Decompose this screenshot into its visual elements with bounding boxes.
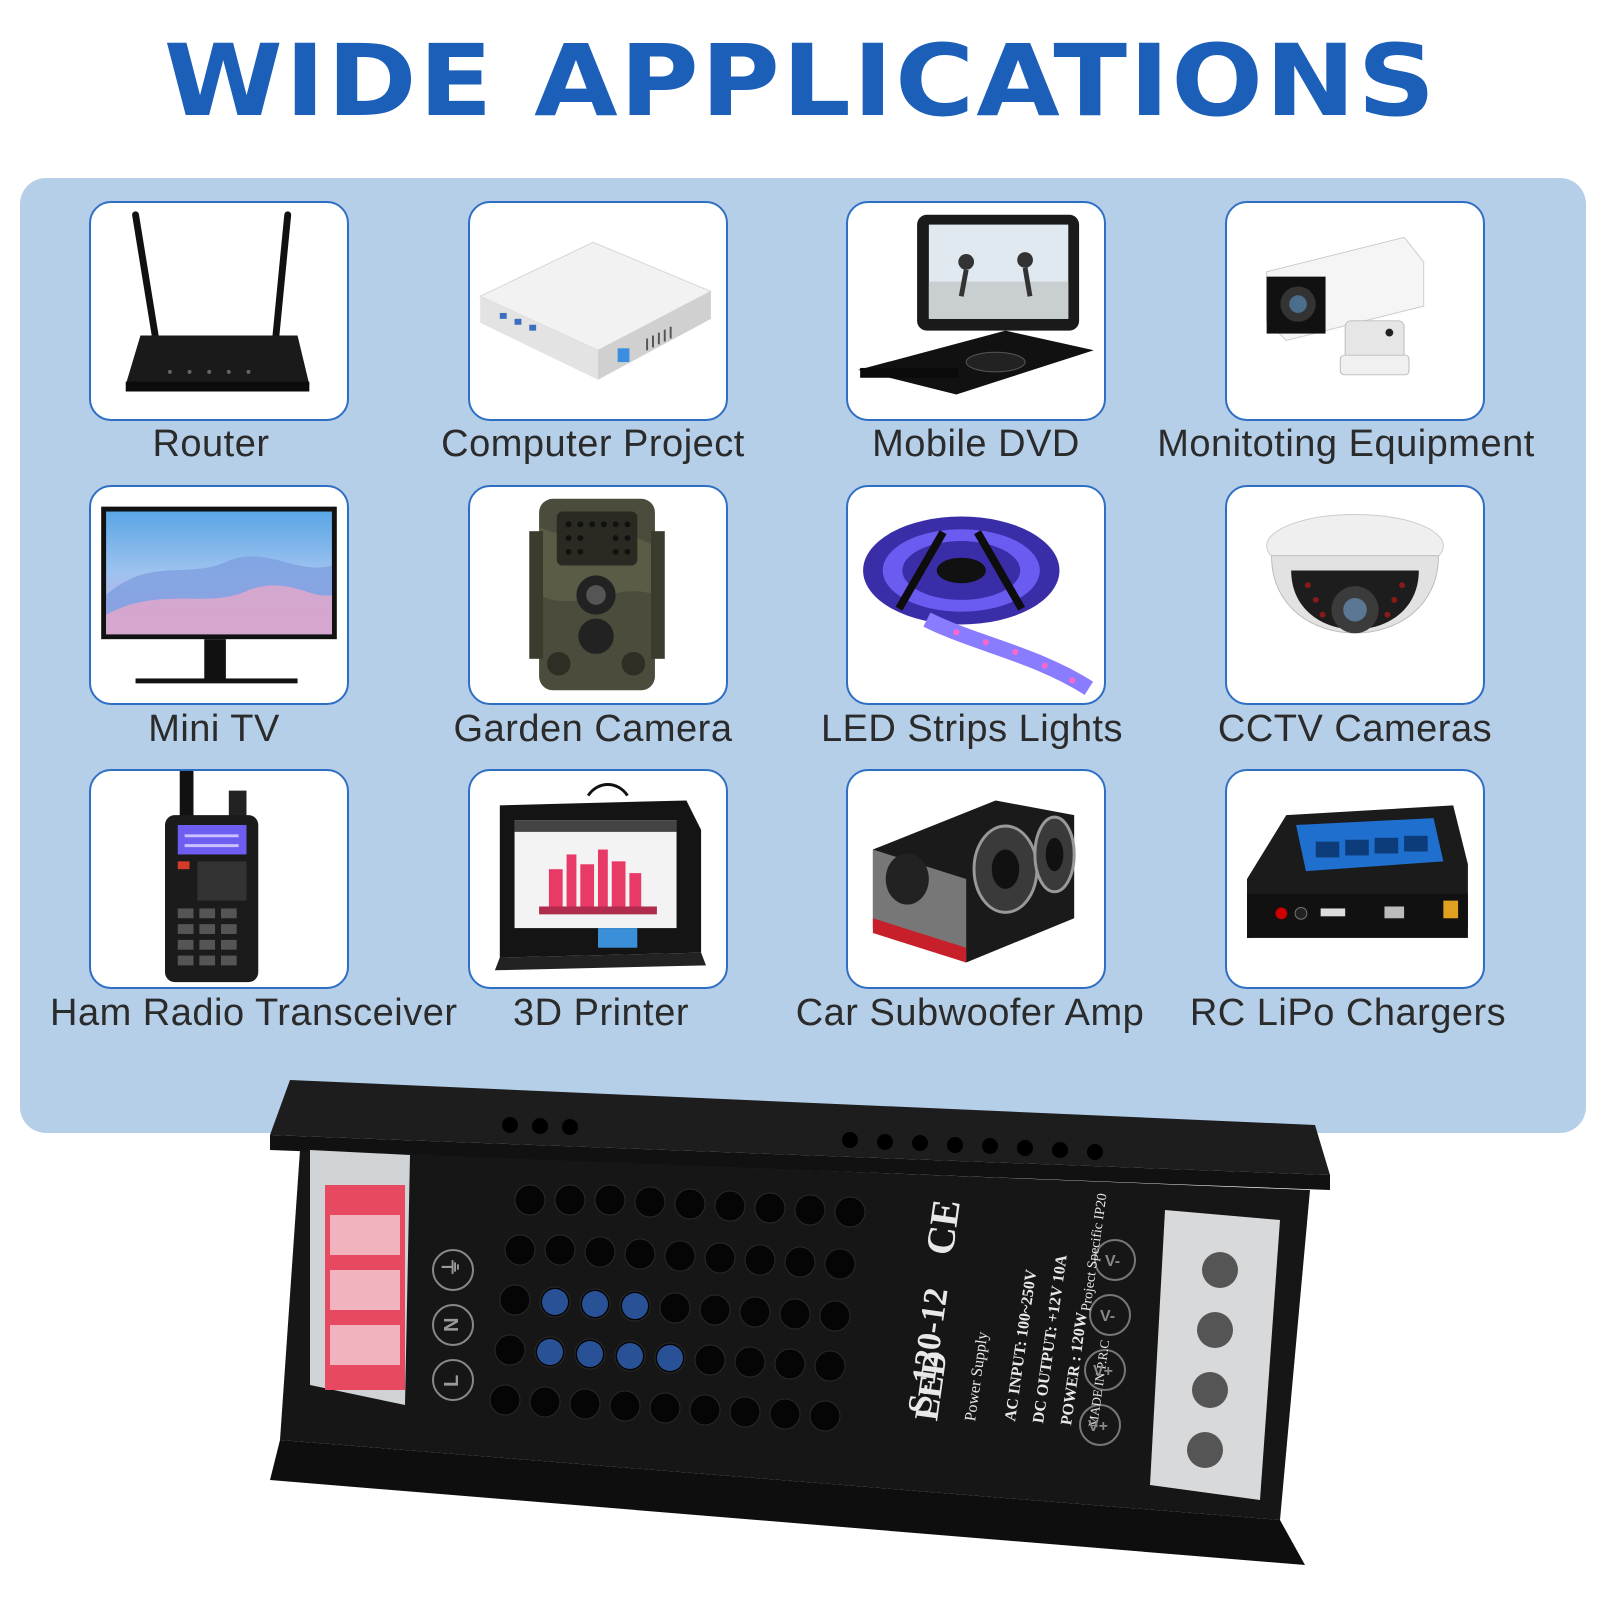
tile-cctv-cameras — [1225, 485, 1485, 705]
tile-mini-tv — [89, 485, 349, 705]
power-supply-product: S-120-12 CE LED Power Supply AC INPUT: 1… — [270, 1080, 1350, 1580]
tile-ham-radio-transceiver — [89, 769, 349, 989]
label-computer-project: Computer Project — [441, 423, 745, 465]
monitor-icon — [101, 506, 337, 684]
label-monitoting-equipment: Monitoting Equipment — [1157, 423, 1535, 465]
tile-monitoting-equipment — [1225, 201, 1485, 421]
tile-car-subwoofer-amp — [846, 769, 1106, 989]
printer-3d-icon — [494, 783, 706, 971]
dome-camera-icon — [1266, 514, 1444, 634]
label-cctv-cameras: CCTV Cameras — [1217, 708, 1493, 750]
subwoofer-icon — [872, 800, 1076, 963]
charger-icon — [1247, 805, 1468, 938]
label-mini-tv: Mini TV — [148, 708, 280, 750]
label-mobile-dvd: Mobile DVD — [872, 423, 1080, 465]
led-strip-icon — [863, 516, 1094, 695]
tile-router — [89, 201, 349, 421]
ce-mark: CE — [917, 1197, 969, 1258]
label-led-strips-lights: LED Strips Lights — [820, 708, 1124, 750]
router-icon — [125, 211, 310, 392]
label-3d-printer: 3D Printer — [512, 992, 690, 1034]
mini-pc-icon — [479, 241, 713, 380]
terminal-v-plus-2: V+ — [1093, 1363, 1113, 1380]
label-ham-radio-transceiver: Ham Radio Transceiver — [50, 992, 458, 1034]
terminal-v-minus-1: V- — [1100, 1308, 1115, 1325]
trail-camera-icon — [529, 498, 665, 691]
portable-dvd-icon — [858, 214, 1094, 395]
security-camera-icon — [1266, 236, 1425, 376]
tile-3d-printer — [468, 769, 728, 989]
terminal-v-plus-1: V+ — [1088, 1418, 1108, 1435]
power-supply-image: S-120-12 CE LED Power Supply AC INPUT: 1… — [270, 1080, 1330, 1565]
tile-garden-camera — [468, 485, 728, 705]
label-garden-camera: Garden Camera — [453, 708, 733, 750]
terminal-n: N — [441, 1318, 463, 1332]
tile-mobile-dvd — [846, 201, 1106, 421]
headline: WIDE APPLICATIONS — [163, 24, 1438, 140]
tile-led-strips-lights — [846, 485, 1106, 705]
tile-computer-project — [468, 201, 728, 421]
terminal-v-minus-2: V- — [1105, 1253, 1120, 1270]
terminal-l: L — [441, 1375, 463, 1387]
radio-icon — [165, 771, 259, 983]
label-car-subwoofer-amp: Car Subwoofer Amp — [795, 992, 1145, 1034]
label-router: Router — [152, 423, 270, 465]
tile-rc-lipo-chargers — [1225, 769, 1485, 989]
terminal-ground: ⏚ — [440, 1257, 463, 1277]
label-rc-lipo-chargers: RC LiPo Chargers — [1189, 992, 1507, 1034]
